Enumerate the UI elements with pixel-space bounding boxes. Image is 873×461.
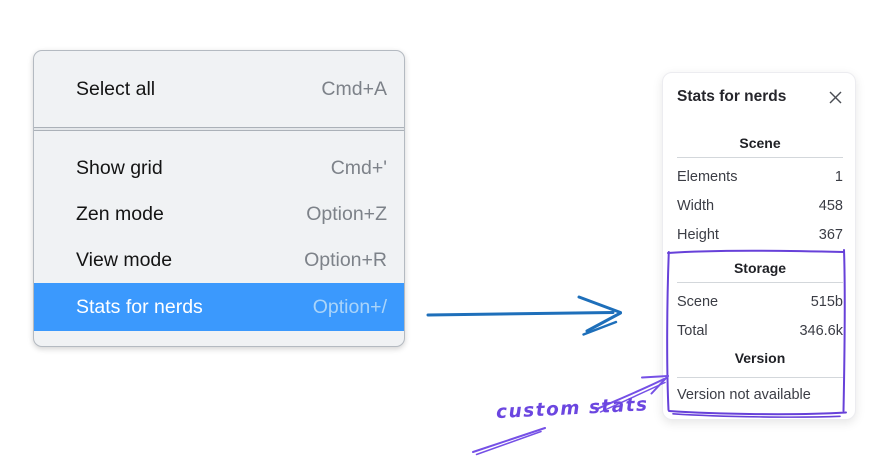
menu-item-stats-for-nerds[interactable]: Stats for nerds Option+/ [34,283,404,331]
menu-item-label: Stats for nerds [76,295,203,318]
stat-value: 367 [818,226,843,243]
menu-item-shortcut: Cmd+A [321,77,387,100]
menu-item-label: Show grid [76,156,163,179]
stat-row: Scene 515b [677,287,843,316]
menu-item-shortcut: Cmd+' [330,156,387,179]
menu-divider [34,127,404,131]
menu-item-label: Select all [76,77,156,100]
section-heading-storage: Storage [733,260,787,276]
annotation-custom-stats: custom stats [495,394,650,424]
section-heading-version: Version [734,350,786,366]
section-divider [677,282,843,283]
stat-value: 458 [818,197,843,214]
menu-item-shortcut: Option+Z [306,202,387,225]
stat-label: Total [677,322,708,339]
menu-item-zen-mode[interactable]: Zen mode Option+Z [34,191,404,237]
stat-value: 346.6k [799,322,843,339]
menu-item-label: Zen mode [76,202,164,225]
menu-item-shortcut: Option+/ [312,295,387,318]
stat-row: Elements 1 [677,162,843,191]
menu-item-view-mode[interactable]: View mode Option+R [34,237,404,283]
flow-arrow [426,295,622,336]
stat-row: Width 458 [677,191,843,220]
stat-value: 515b [810,293,843,310]
menu-item-select-all[interactable]: Select all Cmd+A [34,66,404,112]
close-icon[interactable] [827,89,843,105]
menu-item-label: View mode [76,248,173,271]
section-heading-scene: Scene [739,135,781,151]
stat-value: 1 [834,168,843,185]
menu-item-show-grid[interactable]: Show grid Cmd+' [34,145,404,191]
stat-row: Total 346.6k [677,316,843,345]
stat-label: Height [677,226,719,243]
stats-panel: Stats for nerds Scene Elements 1 Width 4… [662,72,856,420]
section-divider [677,157,843,158]
stat-label: Elements [677,168,738,185]
menu-item-shortcut: Option+R [304,248,387,271]
stats-panel-title: Stats for nerds [677,88,787,105]
stat-label: Scene [677,293,719,310]
section-divider [677,377,843,378]
stat-label: Width [677,197,715,214]
version-message: Version not available [677,387,811,403]
stat-row: Height 367 [677,220,843,249]
context-menu: Select all Cmd+A Show grid Cmd+' Zen mod… [33,50,405,347]
